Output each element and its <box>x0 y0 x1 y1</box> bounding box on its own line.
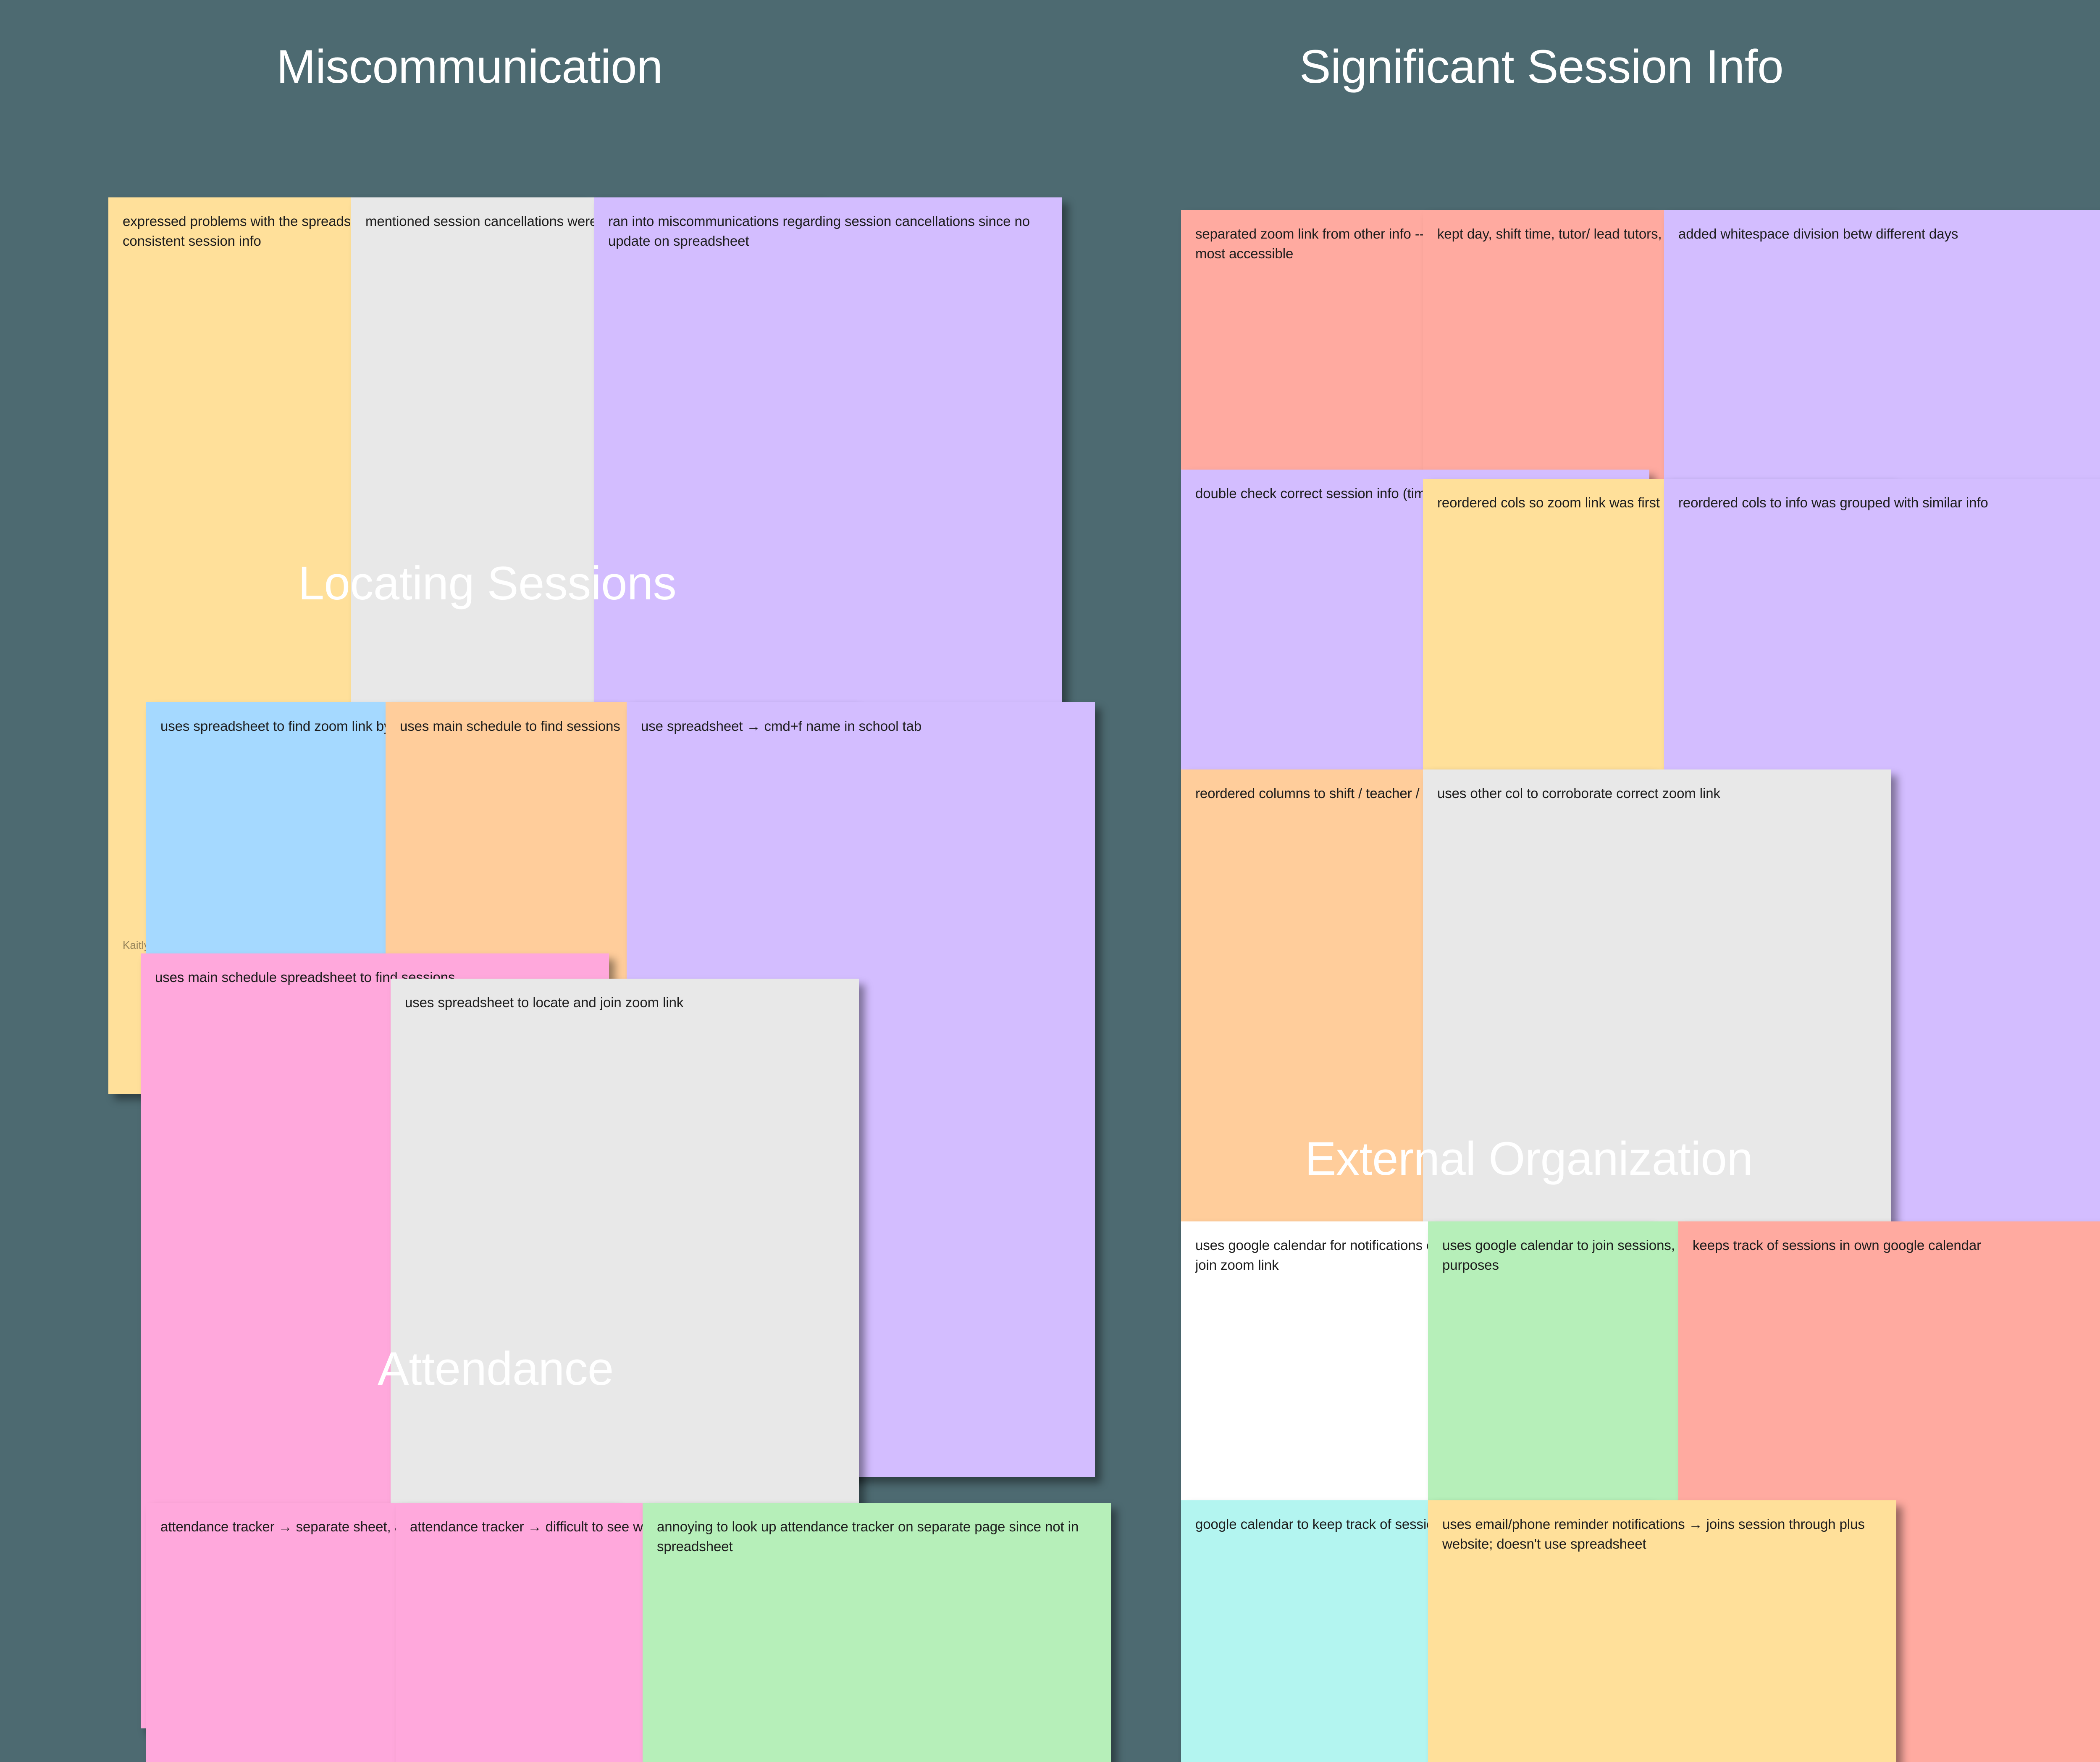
section-title-significant-session-info: Significant Session Info <box>1299 40 1784 93</box>
sticky-note-text: added whitespace division betw different… <box>1678 226 1958 242</box>
sticky-note-text: keeps track of sessions in own google ca… <box>1693 1237 1981 1253</box>
section-title-attendance: Attendance <box>378 1342 614 1395</box>
section-title-external-organization: External Organization <box>1305 1132 1753 1185</box>
sticky-note-text: uses other col to corroborate correct zo… <box>1437 785 1720 801</box>
sticky-note-text: use spreadsheet → cmd+f name in school t… <box>641 718 922 734</box>
sticky-note-text: uses spreadsheet to locate and join zoom… <box>405 995 684 1010</box>
sticky-note-text: reordered cols to info was grouped with … <box>1678 495 1988 510</box>
sticky-note[interactable]: annoying to look up attendance tracker o… <box>643 1503 1111 1762</box>
sticky-note-text: annoying to look up attendance tracker o… <box>657 1519 1083 1554</box>
sticky-note[interactable]: uses email/phone reminder notifications … <box>1428 1500 1897 1762</box>
section-title-miscommunication: Miscommunication <box>276 40 663 93</box>
sticky-note-text: uses email/phone reminder notifications … <box>1442 1516 1869 1552</box>
sticky-note-text: uses main schedule to find sessions <box>400 718 620 734</box>
sticky-note-text: ran into miscommunications regarding ses… <box>608 213 1034 249</box>
section-title-locating-sessions: Locating Sessions <box>298 557 677 609</box>
